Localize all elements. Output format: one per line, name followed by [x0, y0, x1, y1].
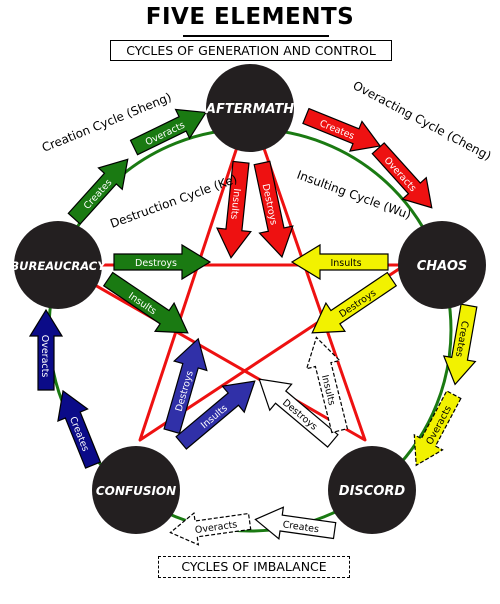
arrow-creates-discord: Creates	[252, 502, 338, 548]
arrow-label: Creates	[282, 519, 320, 535]
subtitle-box: CYCLES OF GENERATION AND CONTROL	[110, 40, 392, 61]
arrow-label: Destroys	[135, 258, 177, 269]
node-aftermath: AFTERMATH	[205, 64, 294, 152]
footer-box: CYCLES OF IMBALANCE	[158, 556, 350, 578]
node-label: DISCORD	[339, 484, 406, 499]
node-chaos: CHAOS	[398, 221, 486, 309]
node-label: CONFUSION	[96, 484, 176, 498]
arrow-insults-discord: Insults	[299, 332, 357, 436]
pentagram-lines	[58, 107, 407, 442]
arrow-destroys-aftermath: Destroys	[244, 158, 300, 262]
arrow-label: Insults	[330, 258, 361, 269]
node-label: AFTERMATH	[205, 102, 294, 117]
arrow-overacts-confusion: Overacts	[29, 309, 63, 391]
arrow-label: Insults	[228, 188, 242, 220]
node-label: CHAOS	[417, 259, 468, 274]
arrow-label: Overacts	[39, 335, 50, 378]
arrow-overacts-discord: Overacts	[167, 504, 253, 550]
arrow-overacts-chaos: Overacts	[401, 386, 469, 474]
overacting-cycle-label: Overacting Cycle (Cheng)	[351, 78, 494, 163]
diagram-title: FIVE ELEMENTS	[145, 4, 355, 30]
node-label: BUREAUCRACY	[10, 259, 107, 273]
node-confusion: CONFUSION	[92, 446, 180, 534]
arrow-insults-chaos: Insults	[291, 244, 389, 280]
arrow-insults-aftermath: Insults	[213, 159, 259, 261]
arrow-creates-confusion: Creates	[47, 384, 109, 472]
node-discord: DISCORD	[328, 446, 416, 534]
title-underline	[183, 35, 329, 37]
arrow-creates-chaos: Creates	[438, 302, 486, 388]
arrow-destroys-bureaucracy: Destroys	[113, 244, 211, 280]
node-bureaucracy: BUREAUCRACY	[10, 221, 107, 309]
